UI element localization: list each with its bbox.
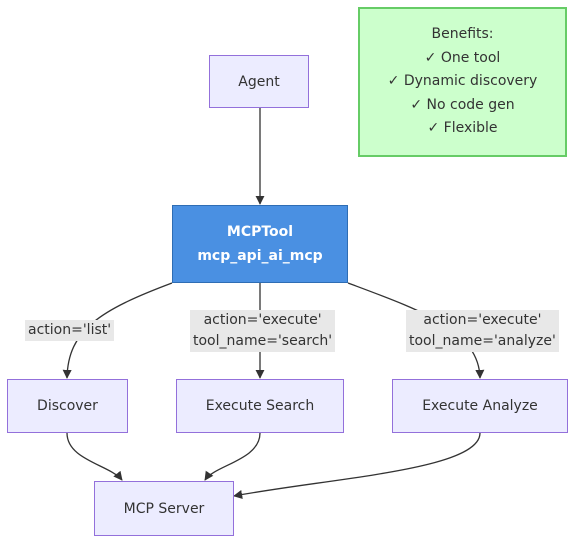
edge-label-search-line1: action='execute' bbox=[203, 312, 322, 328]
mcp-server-label: MCP Server bbox=[123, 500, 205, 517]
agent-node: Agent bbox=[209, 55, 309, 108]
edge-label-search: action='execute' tool_name='search' bbox=[190, 310, 336, 352]
agent-label: Agent bbox=[238, 73, 280, 90]
execute-analyze-label: Execute Analyze bbox=[422, 398, 538, 414]
benefits-note: Benefits: ✓ One tool ✓ Dynamic discovery… bbox=[358, 7, 567, 157]
edge-execute-analyze-to-mcp-server bbox=[233, 432, 481, 499]
edge-label-list: action='list' bbox=[25, 320, 115, 341]
benefit-item: ✓ No code gen bbox=[410, 96, 515, 113]
benefit-item: ✓ One tool bbox=[424, 49, 501, 66]
edge-label-analyze: action='execute' tool_name='analyze' bbox=[406, 310, 559, 352]
edge-discover-to-mcp-server bbox=[66, 432, 123, 481]
discover-node: Discover bbox=[7, 379, 128, 433]
edge-label-analyze-line2: tool_name='analyze' bbox=[409, 333, 556, 349]
benefits-heading: Benefits: bbox=[431, 26, 494, 43]
discover-label: Discover bbox=[37, 398, 98, 414]
mcptool-title: MCPTool bbox=[226, 224, 294, 240]
execute-analyze-node: Execute Analyze bbox=[392, 379, 568, 433]
mcp-server-node: MCP Server bbox=[94, 481, 234, 536]
edge-execute-search-to-mcp-server bbox=[204, 432, 261, 481]
execute-search-node: Execute Search bbox=[176, 379, 344, 433]
benefit-item: ✓ Flexible bbox=[427, 120, 498, 137]
edge-label-analyze-line1: action='execute' bbox=[423, 312, 542, 328]
execute-search-label: Execute Search bbox=[205, 398, 315, 414]
mcptool-subtitle: mcp_api_ai_mcp bbox=[197, 248, 323, 264]
mcptool-node: MCPTool mcp_api_ai_mcp bbox=[172, 205, 348, 283]
edge-label-search-line2: tool_name='search' bbox=[193, 333, 333, 349]
benefit-item: ✓ Dynamic discovery bbox=[387, 73, 538, 90]
edge-label-list-text: action='list' bbox=[28, 322, 112, 338]
